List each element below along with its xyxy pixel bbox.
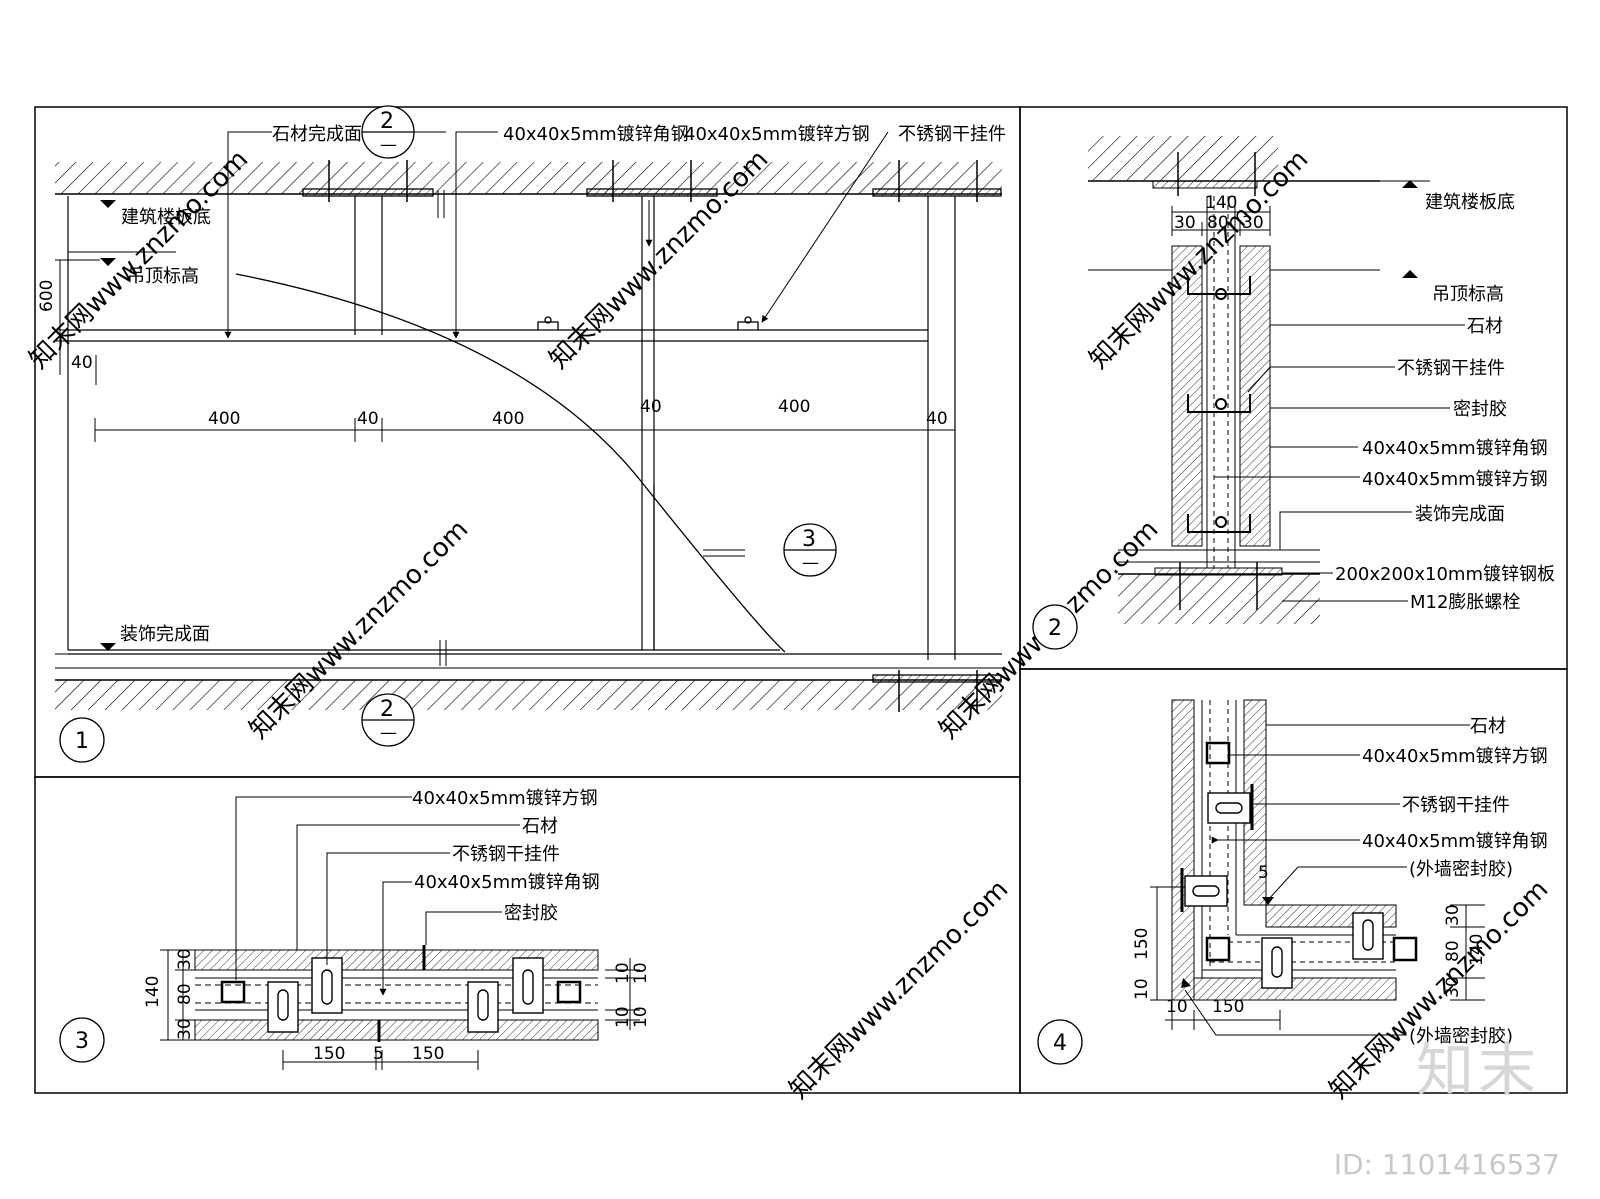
p4-dim-10-h: 10: [1166, 997, 1188, 1017]
p3-dim-10-b: 10: [631, 962, 651, 984]
p4-dim-30-b: 30: [1443, 976, 1463, 998]
p2-dim-80: 80: [1207, 213, 1229, 233]
p2-dim-30-a: 30: [1174, 213, 1196, 233]
p2-square-steel-label: 40x40x5mm镀锌方钢: [1362, 469, 1548, 490]
p3-angle-steel-label: 40x40x5mm镀锌角钢: [414, 872, 600, 893]
p3-dim-150-b: 150: [412, 1044, 444, 1064]
p2-plate-label: 200x200x10mm镀锌钢板: [1335, 564, 1555, 585]
dim-40: 40: [71, 353, 93, 373]
ss-hanger-label: 不锈钢干挂件: [898, 124, 1006, 145]
p2-ceiling-level-label: 吊顶标高: [1432, 284, 1504, 305]
panel-2-number: 2: [1048, 616, 1062, 641]
p4-angle-steel-label: 40x40x5mm镀锌角钢: [1362, 831, 1548, 852]
p2-dim-30-b: 30: [1242, 213, 1264, 233]
p2-angle-steel-label: 40x40x5mm镀锌角钢: [1362, 438, 1548, 459]
panel-1-number: 1: [75, 729, 89, 754]
section-bot-sub: —: [380, 723, 397, 743]
p3-sealant-label: 密封胶: [504, 903, 558, 924]
p3-dim-150-a: 150: [313, 1044, 345, 1064]
panel-2: [1032, 136, 1465, 650]
panel-4: [1037, 699, 1485, 1065]
section-bot-number: 2: [380, 697, 394, 722]
p2-floor-slab-label: 建筑楼板底: [1425, 192, 1515, 213]
p2-ss-hanger-label: 不锈钢干挂件: [1397, 358, 1505, 379]
p2-sealant-label: 密封胶: [1453, 399, 1507, 420]
dim-400-c: 400: [778, 397, 810, 417]
p3-ss-hanger-label: 不锈钢干挂件: [452, 844, 560, 865]
p4-dim-80: 80: [1443, 940, 1463, 962]
dim-40-c: 40: [926, 409, 948, 429]
dim-400-b: 400: [492, 409, 524, 429]
panel-3: [59, 796, 640, 1070]
deco-finish-label: 装饰完成面: [120, 624, 210, 645]
dim-40-b: 40: [640, 397, 662, 417]
watermark-text: 知末网www.znzmo.com: [784, 874, 1015, 1105]
floor-slab-label: 建筑楼板底: [121, 207, 211, 228]
p3-dim-10-d: 10: [631, 1006, 651, 1028]
watermark-text: 知末网www.znzmo.com: [244, 514, 475, 745]
p3-dim-80: 80: [175, 983, 195, 1005]
brand-watermark: 知末: [1415, 1036, 1540, 1104]
p2-stone-label: 石材: [1467, 316, 1503, 337]
panel-4-number: 4: [1053, 1031, 1067, 1056]
p3-dim-30-a: 30: [175, 948, 195, 970]
stone-finish-label: 石材完成面: [272, 124, 362, 145]
p2-deco-finish-label: 装饰完成面: [1415, 504, 1505, 525]
section-mid-sub: —: [802, 553, 819, 573]
section-top-number: 2: [380, 109, 394, 134]
dim-400-a: 400: [208, 409, 240, 429]
p3-dim-140: 140: [143, 976, 163, 1008]
panel-3-number: 3: [75, 1029, 89, 1054]
square-steel-label: 40x40x5mm镀锌方钢: [684, 124, 870, 145]
angle-steel-label: 40x40x5mm镀锌角钢: [503, 124, 689, 145]
p3-dim-5: 5: [373, 1044, 384, 1064]
p2-dim-140: 140: [1205, 193, 1237, 213]
p4-square-steel-label: 40x40x5mm镀锌方钢: [1362, 746, 1548, 767]
p3-dim-30-b: 30: [175, 1018, 195, 1040]
p4-stone-label: 石材: [1470, 716, 1506, 737]
p3-dim-10-a: 10: [613, 962, 633, 984]
section-top-sub: —: [380, 135, 397, 155]
dim-40-a: 40: [357, 409, 379, 429]
p4-dim-30-a: 30: [1443, 904, 1463, 926]
p2-bolt-label: M12膨胀螺栓: [1410, 592, 1520, 613]
p4-ext-sealant-a-label: (外墙密封胶): [1409, 859, 1513, 880]
p3-dim-10-c: 10: [613, 1006, 633, 1028]
p4-dim-150-v: 150: [1132, 928, 1152, 960]
image-id-watermark: ID: 1101416537: [1333, 1148, 1560, 1181]
panel-1: [55, 105, 1002, 763]
p4-dim-5: 5: [1258, 863, 1269, 883]
p3-square-steel-label: 40x40x5mm镀锌方钢: [412, 788, 598, 809]
p4-ss-hanger-label: 不锈钢干挂件: [1402, 795, 1510, 816]
p4-dim-140: 140: [1467, 934, 1487, 966]
p4-dim-150-h: 150: [1212, 997, 1244, 1017]
drawing-frames: [34, 106, 1568, 1094]
p4-dim-10-v: 10: [1132, 978, 1152, 1000]
p3-stone-label: 石材: [522, 816, 558, 837]
dim-600: 600: [37, 280, 57, 312]
section-mid-number: 3: [802, 527, 816, 552]
p4-ext-sealant-b-label: (外墙密封胶): [1409, 1026, 1513, 1047]
ceiling-level-label: 吊顶标高: [127, 266, 199, 287]
